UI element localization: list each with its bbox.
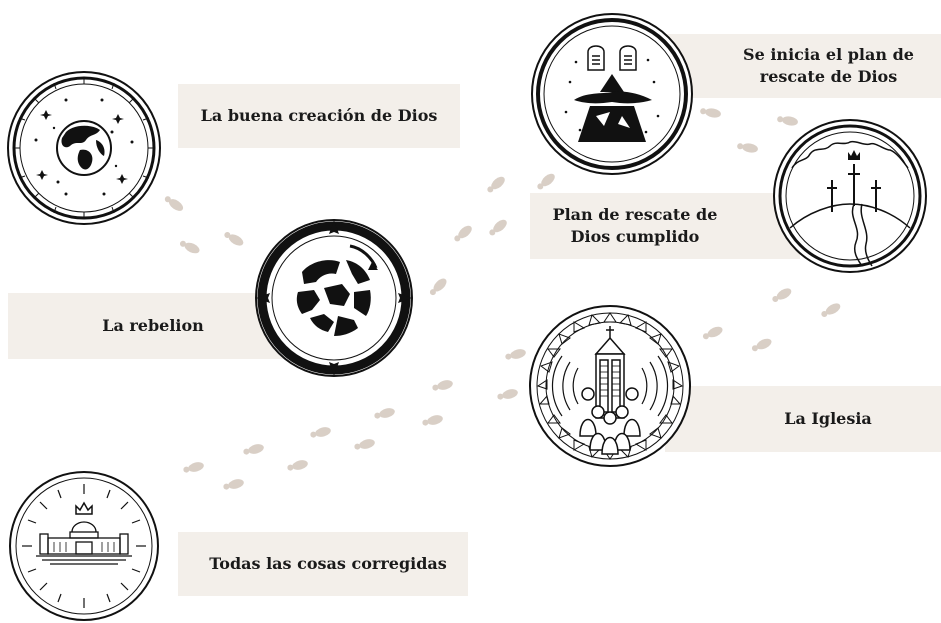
footprint — [432, 380, 453, 391]
stage-label-creation: La buena creación de Dios — [178, 84, 460, 148]
footprint — [737, 143, 758, 153]
footprint — [183, 462, 204, 473]
footprint — [287, 460, 308, 471]
footprint — [224, 232, 244, 246]
footprint — [702, 326, 723, 340]
broken-globe-icon — [255, 219, 413, 377]
footprint — [429, 278, 447, 296]
footprint — [821, 303, 841, 317]
church-people-icon — [529, 305, 691, 467]
footprint — [310, 427, 331, 438]
three-crosses-icon — [773, 119, 927, 273]
footprint — [489, 219, 507, 236]
footprint — [777, 116, 798, 126]
footprint — [243, 444, 264, 455]
footprint — [422, 415, 443, 426]
stage-label-rescue-start: Se inicia el plan de rescate de Dios — [646, 34, 941, 98]
footprint — [772, 288, 792, 302]
footprint — [179, 240, 200, 254]
footprint — [751, 338, 772, 352]
stage-label-church: La Iglesia — [665, 386, 941, 452]
footprint — [505, 349, 526, 360]
crowned-city-icon — [9, 471, 159, 621]
footprint — [223, 479, 244, 490]
footprint — [700, 108, 721, 118]
footprint — [374, 408, 395, 419]
stage-label-rebellion: La rebelion — [8, 293, 298, 359]
footprint — [354, 439, 375, 450]
footprint — [164, 196, 184, 211]
footprint — [487, 176, 505, 193]
footprint — [454, 225, 472, 242]
stage-label-restoration: Todas las cosas corregidas — [178, 532, 468, 596]
stage-label-rescue-fulfilled: Plan de rescate de Dios cumplido — [530, 193, 800, 259]
footprint — [537, 173, 555, 190]
mountain-tablets-icon — [531, 13, 693, 175]
globe-with-stars-icon — [7, 71, 161, 225]
footprint — [497, 389, 518, 400]
